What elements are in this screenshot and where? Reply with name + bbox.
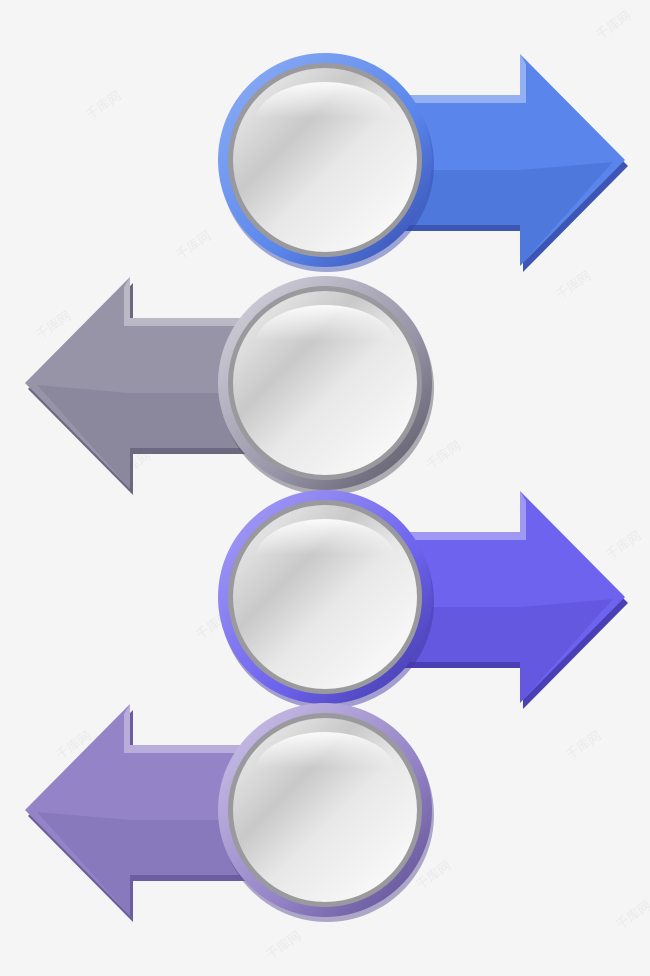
watermark-text: 千库网 — [603, 528, 644, 563]
watermark-text: 千库网 — [563, 728, 604, 763]
disc-shine — [255, 519, 395, 599]
step-1 — [218, 53, 628, 272]
step-4 — [25, 703, 434, 922]
watermark-text: 千库网 — [173, 228, 214, 263]
disc-shine — [255, 82, 395, 162]
watermark-text: 千库网 — [613, 898, 650, 933]
disc-shine — [255, 305, 395, 385]
watermark-text: 千库网 — [593, 8, 634, 43]
disc-shine — [255, 732, 395, 812]
watermark-text: 千库网 — [423, 438, 464, 473]
watermark-text: 千库网 — [553, 268, 594, 303]
watermark-text: 千库网 — [33, 308, 74, 343]
steps-layer — [25, 53, 628, 922]
step-2 — [25, 276, 434, 495]
watermark-text: 千库网 — [263, 928, 304, 963]
watermark-text: 千库网 — [83, 88, 124, 123]
step-3 — [218, 490, 628, 709]
